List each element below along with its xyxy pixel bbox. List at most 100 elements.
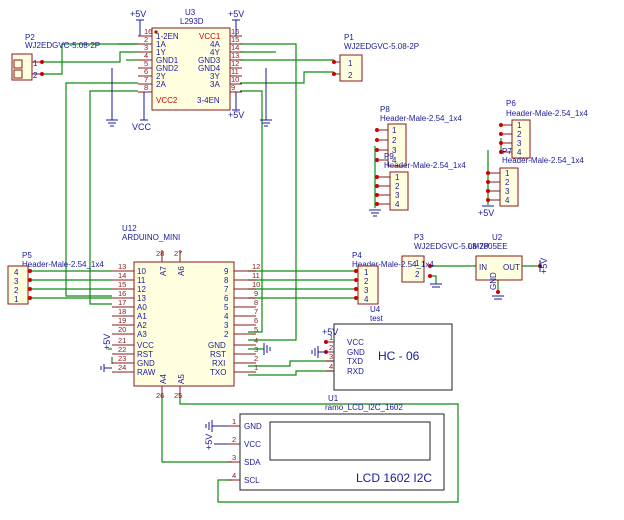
svg-text:GND3: GND3 [198, 56, 221, 65]
svg-text:SCL: SCL [244, 476, 260, 485]
svg-text:GND: GND [347, 348, 365, 357]
svg-text:4: 4 [254, 336, 258, 345]
svg-text:ramo_LCD_I2C_1602: ramo_LCD_I2C_1602 [325, 403, 403, 412]
svg-text:12: 12 [252, 262, 260, 271]
svg-text:20: 20 [118, 325, 126, 334]
svg-text:13: 13 [137, 294, 146, 303]
svg-text:WJ2EDGVC-5.08-2P: WJ2EDGVC-5.08-2P [344, 42, 419, 51]
svg-text:SDA: SDA [244, 458, 261, 467]
svg-text:4: 4 [395, 200, 400, 209]
p4-header: P4 Header-Male-2.54_1x4 1 2 3 4 [352, 251, 434, 305]
svg-text:10: 10 [252, 280, 260, 289]
svg-text:2: 2 [14, 286, 19, 295]
svg-text:1: 1 [395, 173, 400, 182]
svg-text:4Y: 4Y [210, 48, 220, 57]
svg-text:P3: P3 [414, 233, 424, 242]
svg-text:19: 19 [118, 316, 126, 325]
svg-text:2: 2 [392, 136, 397, 145]
svg-text:15: 15 [118, 280, 126, 289]
svg-text:A2: A2 [137, 321, 147, 330]
svg-text:4: 4 [144, 51, 148, 60]
svg-text:9: 9 [231, 83, 235, 92]
svg-text:22: 22 [118, 345, 126, 354]
svg-text:ARDUINO_MINI: ARDUINO_MINI [122, 233, 180, 242]
svg-text:12: 12 [137, 285, 146, 294]
svg-text:15: 15 [231, 35, 239, 44]
svg-text:4: 4 [232, 471, 236, 480]
svg-text:2Y: 2Y [156, 72, 166, 81]
svg-text:9: 9 [224, 267, 229, 276]
svg-text:8: 8 [254, 298, 258, 307]
svg-text:6: 6 [144, 67, 148, 76]
svg-text:VCC: VCC [137, 341, 154, 350]
svg-text:2: 2 [348, 71, 353, 80]
svg-text:26: 26 [156, 391, 164, 400]
svg-text:U4: U4 [370, 305, 381, 314]
svg-text:1: 1 [254, 363, 258, 372]
svg-text:1: 1 [33, 59, 38, 68]
svg-text:4A: 4A [210, 40, 220, 49]
svg-text:1: 1 [348, 59, 353, 68]
svg-text:5: 5 [224, 303, 229, 312]
svg-text:7: 7 [254, 307, 258, 316]
svg-text:10: 10 [137, 267, 146, 276]
svg-text:LCD 1602 I2C: LCD 1602 I2C [356, 471, 432, 485]
svg-text:A7: A7 [159, 266, 168, 276]
wires [30, 43, 540, 503]
svg-text:3A: 3A [210, 80, 220, 89]
svg-text:3Y: 3Y [210, 72, 220, 81]
svg-text:28: 28 [156, 249, 164, 258]
svg-text:RXD: RXD [347, 367, 364, 376]
svg-text:3: 3 [329, 352, 333, 361]
svg-text:13: 13 [231, 51, 239, 60]
u3-left-pins [138, 35, 152, 93]
svg-text:1Y: 1Y [156, 48, 166, 57]
svg-text:3: 3 [224, 321, 229, 330]
svg-text:1: 1 [392, 126, 397, 135]
svg-text:A5: A5 [177, 374, 186, 384]
svg-text:TXD: TXD [347, 357, 363, 366]
svg-text:A6: A6 [177, 266, 186, 276]
svg-text:1: 1 [364, 268, 369, 277]
svg-text:7: 7 [224, 285, 229, 294]
svg-text:P6: P6 [506, 99, 516, 108]
svg-text:2A: 2A [156, 80, 166, 89]
svg-text:HC - 06: HC - 06 [378, 349, 420, 363]
svg-text:GND: GND [489, 272, 498, 290]
svg-text:Header-Male-2.54_1x4: Header-Male-2.54_1x4 [380, 114, 462, 123]
svg-text:4: 4 [224, 312, 229, 321]
svg-text:TXO: TXO [210, 368, 226, 377]
svg-text:8: 8 [224, 276, 229, 285]
svg-text:GND: GND [208, 341, 226, 350]
svg-text:IN: IN [479, 263, 487, 272]
svg-text:4: 4 [14, 268, 19, 277]
svg-text:P7: P7 [502, 147, 512, 156]
svg-text:16: 16 [231, 27, 239, 36]
svg-text:2: 2 [254, 354, 258, 363]
svg-text:RST: RST [210, 350, 226, 359]
svg-text:GND2: GND2 [156, 64, 179, 73]
svg-text:1A: 1A [156, 40, 166, 49]
lcd1602-u1: U1 ramo_LCD_I2C_1602 LCD 1602 I2C 1 2 3 … [204, 394, 445, 491]
svg-text:A1: A1 [137, 312, 147, 321]
svg-text:2: 2 [144, 35, 148, 44]
svg-text:Header-Male-2.54_1x4: Header-Male-2.54_1x4 [384, 161, 466, 170]
u12-right-pins [234, 270, 256, 373]
svg-text:1: 1 [505, 169, 510, 178]
svg-text:4: 4 [505, 196, 510, 205]
svg-text:17: 17 [118, 298, 126, 307]
svg-text:25: 25 [174, 391, 182, 400]
svg-text:GND: GND [244, 422, 262, 431]
svg-text:WJ2EDGVC-5.08-2P: WJ2EDGVC-5.08-2P [25, 41, 100, 50]
svg-text:VCC1: VCC1 [199, 32, 221, 41]
svg-text:14: 14 [231, 43, 239, 52]
svg-text:RXI: RXI [212, 359, 225, 368]
svg-text:GND: GND [137, 359, 155, 368]
svg-text:10: 10 [231, 75, 239, 84]
svg-text:GND1: GND1 [156, 56, 179, 65]
svg-text:+5V: +5V [102, 334, 112, 350]
svg-text:Header-Male-2.54_1x4: Header-Male-2.54_1x4 [22, 260, 104, 269]
svg-text:6: 6 [224, 294, 229, 303]
svg-text:18: 18 [118, 307, 126, 316]
